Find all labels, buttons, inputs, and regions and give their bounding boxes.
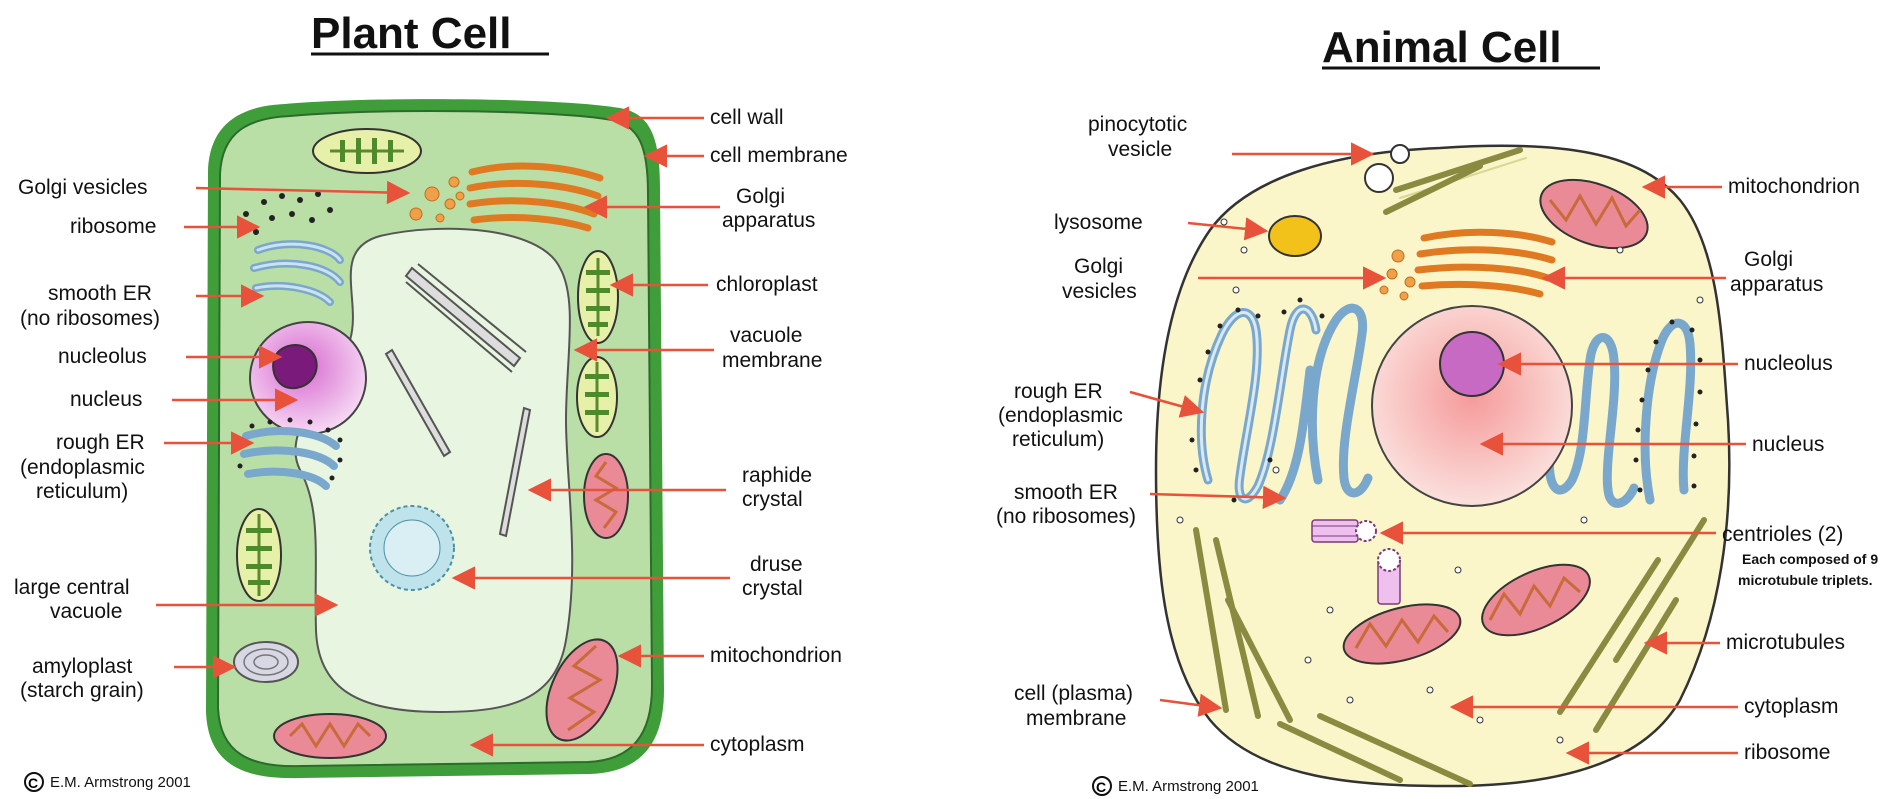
label-rough-er-line2: (endoplasmic (998, 404, 1123, 427)
label-centrioles-note-line1: Each composed of 9 (1742, 551, 1878, 567)
mitochondrion-icon (584, 454, 628, 538)
label-smooth-er-line1: smooth ER (48, 282, 152, 305)
label-golgi-vesicles-line1: Golgi (1074, 255, 1123, 278)
label-chloroplast: chloroplast (716, 273, 818, 296)
label-cell-wall: cell wall (710, 106, 784, 129)
label-rough-er-line2: (endoplasmic (20, 456, 145, 479)
animal-copyright: C E.M. Armstrong 2001 (1093, 777, 1259, 795)
label-lysosome: lysosome (1054, 211, 1143, 234)
label-golgi-apparatus-line2: apparatus (722, 209, 815, 232)
label-ribosome: ribosome (70, 215, 156, 238)
label-nucleus: nucleus (70, 388, 142, 411)
animal-cell-title: Animal Cell (1322, 23, 1562, 72)
chloroplast-icon (237, 509, 281, 601)
plant-nucleus (250, 322, 366, 434)
label-nucleolus: nucleolus (58, 345, 147, 368)
chloroplast-icon (313, 129, 421, 173)
label-cell-membrane-line1: cell (plasma) (1014, 682, 1133, 705)
plant-cell-diagram: Plant Cell (14, 9, 848, 791)
label-nucleus: nucleus (1752, 433, 1824, 456)
label-ribosome: ribosome (1744, 741, 1830, 764)
chloroplast-icon (577, 357, 617, 437)
label-cell-membrane: cell membrane (710, 144, 848, 167)
label-golgi-vesicles: Golgi vesicles (18, 176, 148, 199)
animal-copyright-text: E.M. Armstrong 2001 (1118, 778, 1259, 795)
label-smooth-er-line2: (no ribosomes) (20, 307, 160, 330)
label-microtubules: microtubules (1726, 631, 1845, 654)
lysosome-icon (1269, 216, 1321, 256)
label-golgi-apparatus-line1: Golgi (736, 185, 785, 208)
chloroplast-icon (578, 251, 618, 343)
label-cytoplasm: cytoplasm (710, 733, 805, 756)
label-vacuole-membrane-line1: vacuole (730, 324, 802, 347)
label-amyloplast-line1: amyloplast (32, 655, 133, 678)
label-rough-er-line3: reticulum) (1012, 428, 1104, 451)
label-rough-er-line1: rough ER (1014, 380, 1103, 403)
label-golgi-apparatus-line2: apparatus (1730, 273, 1823, 296)
label-smooth-er-line1: smooth ER (1014, 481, 1118, 504)
animal-copyright-symbol: C (1096, 779, 1106, 795)
label-golgi-vesicles-line2: vesicles (1062, 280, 1137, 303)
amyloplast-icon (234, 642, 298, 682)
label-amyloplast-line2: (starch grain) (20, 679, 144, 702)
label-centrioles: centrioles (2) (1722, 523, 1843, 546)
plant-copyright-text: E.M. Armstrong 2001 (50, 774, 191, 791)
mitochondrion-icon (274, 714, 386, 758)
label-druse-line2: crystal (742, 577, 803, 600)
plant-nucleolus (273, 345, 317, 388)
label-raphide-line2: crystal (742, 488, 803, 511)
plant-copyright: C E.M. Armstrong 2001 (25, 773, 191, 791)
label-mitochondrion: mitochondrion (710, 644, 842, 667)
druse-crystal-icon (370, 506, 454, 590)
animal-cell-diagram: Animal Cell (996, 23, 1878, 795)
label-pinocytotic-line2: vesicle (1108, 138, 1172, 161)
plant-copyright-symbol: C (28, 775, 38, 791)
animal-nucleolus (1440, 332, 1504, 396)
label-large-vacuole-line1: large central (14, 576, 130, 599)
label-mitochondrion: mitochondrion (1728, 175, 1860, 198)
label-nucleolus: nucleolus (1744, 352, 1833, 375)
label-vacuole-membrane-line2: membrane (722, 349, 822, 372)
animal-nucleus (1372, 306, 1572, 506)
label-centrioles-note-line2: microtubule triplets. (1738, 572, 1873, 588)
label-pinocytotic-line1: pinocytotic (1088, 113, 1187, 136)
label-large-vacuole-line2: vacuole (50, 600, 122, 623)
label-rough-er-line3: reticulum) (36, 480, 128, 503)
label-druse-line1: druse (750, 553, 803, 576)
label-cell-membrane-line2: membrane (1026, 707, 1126, 730)
label-smooth-er-line2: (no ribosomes) (996, 505, 1136, 528)
label-cytoplasm: cytoplasm (1744, 695, 1839, 718)
label-rough-er-line1: rough ER (56, 431, 145, 454)
label-raphide-line1: raphide (742, 464, 812, 487)
plant-cell-title: Plant Cell (311, 9, 512, 58)
label-golgi-apparatus-line1: Golgi (1744, 248, 1793, 271)
